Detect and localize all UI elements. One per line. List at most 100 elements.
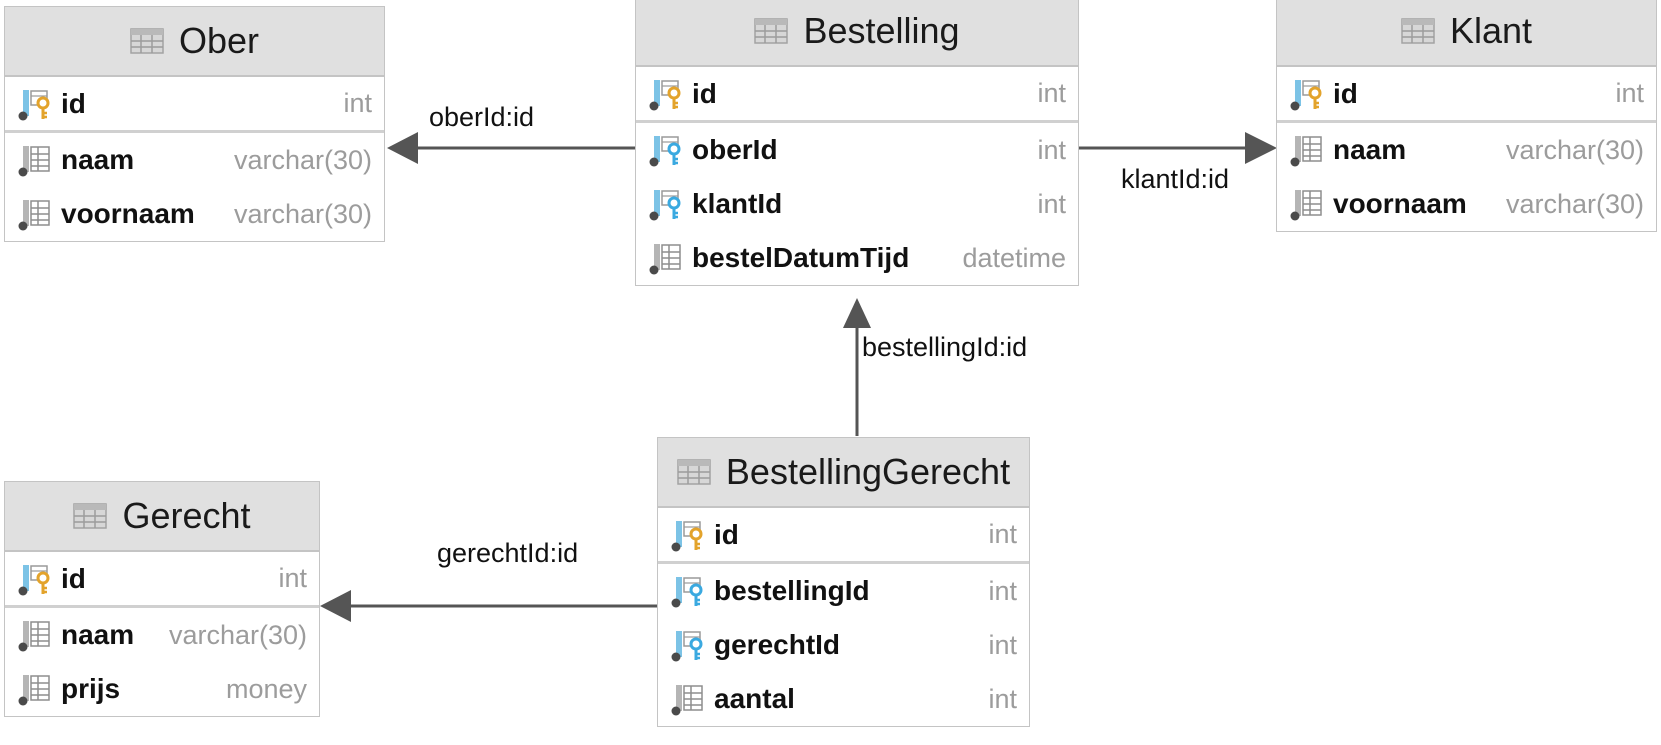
foreign-key-icon [670, 573, 706, 609]
column-type: money [225, 673, 307, 704]
column-row-voornaam[interactable]: voornaam varchar(30) [1277, 177, 1656, 231]
column-name: prijs [61, 673, 121, 704]
column-icon [1289, 186, 1325, 222]
column-icon [17, 671, 53, 707]
column-icon [17, 142, 53, 178]
column-type: datetime [962, 242, 1066, 273]
column-icon [17, 617, 53, 653]
table-icon [130, 28, 164, 54]
column-type: varchar(30) [1505, 188, 1644, 219]
relation-label-bestelling: bestellingId:id [862, 332, 1028, 362]
table-icon [754, 18, 789, 44]
column-name: oberId [692, 134, 778, 165]
column-type: int [1037, 78, 1066, 108]
arrowhead-ober [387, 132, 418, 164]
table-header[interactable]: BestellingGerecht [658, 438, 1029, 508]
primary-key-icon [648, 76, 684, 112]
column-type: int [988, 683, 1017, 714]
primary-key-icon [17, 561, 53, 597]
relation-label-ober: oberId:id [429, 102, 535, 132]
table-gerecht[interactable]: Gerecht id int naam varchar(30) prijs money [4, 481, 320, 717]
foreign-key-icon [670, 627, 706, 663]
column-type: int [278, 563, 307, 593]
column-row-naam[interactable]: naam varchar(30) [5, 133, 384, 187]
column-type: int [343, 88, 372, 118]
column-row-besteldatumtijd[interactable]: bestelDatumTijd datetime [636, 231, 1078, 285]
column-row-id[interactable]: id int [1277, 67, 1656, 123]
column-name: aantal [714, 683, 795, 714]
column-row-id[interactable]: id int [636, 67, 1078, 123]
arrowhead-klant [1245, 132, 1277, 164]
column-icon [648, 240, 684, 276]
column-type: int [1037, 188, 1066, 219]
column-row-naam[interactable]: naam varchar(30) [1277, 123, 1656, 177]
column-name: naam [61, 144, 135, 175]
column-type: int [1615, 78, 1644, 108]
foreign-key-icon [648, 186, 684, 222]
table-header[interactable]: Gerecht [5, 482, 319, 552]
column-list: id int naam varchar(30) voornaam varchar(30) [5, 77, 384, 241]
primary-key-icon [17, 86, 53, 122]
table-title: Klant [1449, 10, 1533, 51]
column-row-klantid[interactable]: klantId int [636, 177, 1078, 231]
table-title: Ober [178, 20, 260, 61]
column-name: klantId [692, 188, 783, 219]
column-row-naam[interactable]: naam varchar(30) [5, 608, 319, 662]
column-list: id int naam varchar(30) prijs money [5, 552, 319, 716]
column-row-id[interactable]: id int [5, 552, 319, 608]
column-type: int [988, 575, 1017, 606]
arrowhead-gerecht [320, 590, 351, 622]
column-name: id [692, 77, 717, 109]
table-title: BestellingGerecht [725, 451, 1011, 492]
column-row-aantal[interactable]: aantal int [658, 672, 1029, 726]
table-klant[interactable]: Klant id int naam varchar(30) voornaam varcha… [1276, 0, 1657, 232]
column-name: voornaam [61, 198, 195, 229]
column-name: id [714, 518, 739, 550]
table-header[interactable]: Bestelling [636, 0, 1078, 67]
column-type: int [988, 629, 1017, 660]
primary-key-icon [670, 517, 706, 553]
column-row-id[interactable]: id int [5, 77, 384, 133]
relation-label-klant: klantId:id [1121, 164, 1230, 194]
relation-label-gerecht: gerechtId:id [437, 538, 579, 568]
table-icon [73, 503, 108, 529]
column-row-voornaam[interactable]: voornaam varchar(30) [5, 187, 384, 241]
column-type: int [988, 519, 1017, 549]
column-type: varchar(30) [168, 619, 307, 650]
column-row-bestellingid[interactable]: bestellingId int [658, 564, 1029, 618]
foreign-key-icon [648, 132, 684, 168]
column-icon [670, 681, 706, 717]
column-list: id int naam varchar(30) voornaam varchar(30) [1277, 67, 1656, 231]
column-icon [17, 196, 53, 232]
column-type: varchar(30) [1505, 134, 1644, 165]
arrowhead-bestelling [843, 298, 871, 328]
column-name: id [1333, 77, 1358, 109]
column-name: id [61, 562, 86, 594]
column-name: bestellingId [714, 575, 870, 606]
column-name: naam [61, 619, 135, 650]
table-title: Bestelling [803, 10, 960, 51]
table-ober[interactable]: Ober id int naam varchar(30) voornaam varchar… [4, 6, 385, 242]
column-row-prijs[interactable]: prijs money [5, 662, 319, 716]
column-row-id[interactable]: id int [658, 508, 1029, 564]
column-name: id [61, 87, 86, 119]
table-icon [1401, 18, 1435, 44]
column-icon [1289, 132, 1325, 168]
table-header[interactable]: Ober [5, 7, 384, 77]
column-name: naam [1333, 134, 1407, 165]
column-name: bestelDatumTijd [692, 242, 910, 273]
column-type: varchar(30) [233, 198, 372, 229]
table-header[interactable]: Klant [1277, 0, 1656, 67]
primary-key-icon [1289, 76, 1325, 112]
column-name: voornaam [1333, 188, 1467, 219]
column-type: varchar(30) [233, 144, 372, 175]
table-icon [677, 459, 711, 485]
